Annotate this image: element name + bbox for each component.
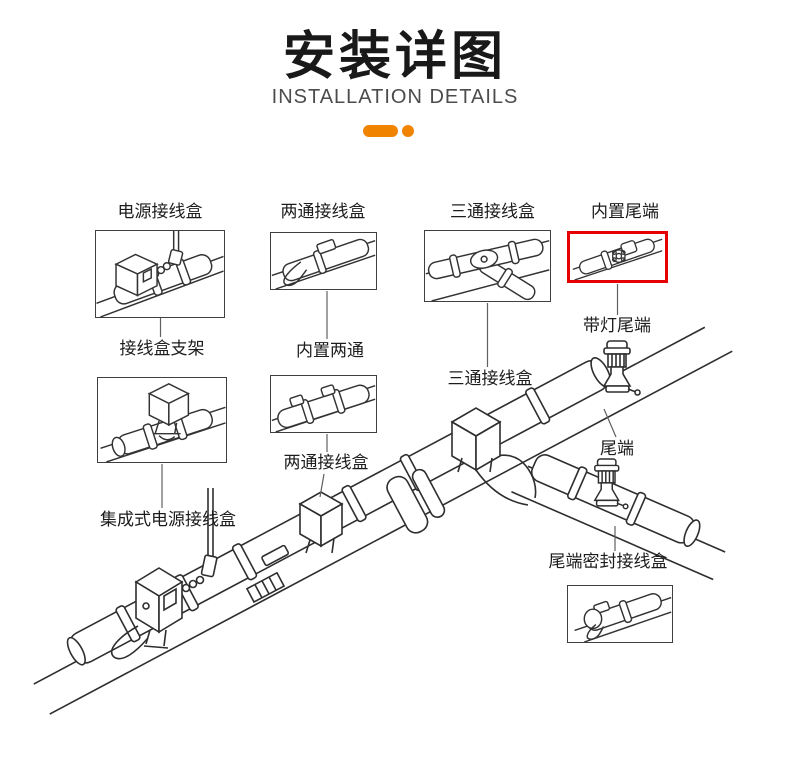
thumb-built-in-two-way — [270, 375, 377, 433]
page-title: 安装详图 — [282, 28, 507, 86]
label-junction-box-bracket: 接线盒支架 — [119, 339, 205, 358]
pipe-marker-blank — [261, 544, 290, 567]
thumb-end-seal-junction-box — [567, 585, 673, 643]
tee-fitting — [489, 454, 537, 499]
thumb-two-way-junction-box — [270, 232, 377, 290]
three-way-junction-box-drawing — [425, 238, 550, 301]
label-end-seal-junction-box: 尾端密封接线盒 — [548, 552, 668, 571]
power-junction-box-drawing — [96, 231, 224, 317]
pipe-marker-striped — [245, 571, 286, 604]
two-way-cube — [298, 491, 344, 554]
callout-lines — [159, 284, 619, 551]
label-built-in-end: 内置尾端 — [591, 202, 659, 221]
label-built-in-two-way: 内置两通 — [296, 341, 364, 360]
three-way-cube — [450, 407, 502, 473]
label-integrated-power-junction-box: 集成式电源接线盒 — [100, 510, 236, 529]
end-seal-junction-box-drawing — [574, 593, 672, 642]
power-junction-box-assembly — [111, 488, 218, 660]
label-end: 尾端 — [600, 439, 634, 458]
accent-divider-bar — [363, 125, 398, 137]
junction-coupling — [386, 475, 429, 534]
built-in-two-way-drawing — [271, 384, 376, 432]
vent-valve-branch — [593, 458, 629, 510]
thumb-integrated-power-junction-box — [97, 377, 227, 463]
vent-valve-upper — [602, 340, 641, 396]
accent-divider-dot — [402, 125, 414, 137]
thumb-built-in-end — [567, 231, 668, 283]
end-cable-loop — [111, 625, 149, 660]
integrated-power-junction-box-drawing — [100, 383, 226, 462]
two-way-junction-box-drawing — [271, 238, 376, 289]
label-three-way-junction-box-diagram: 三通接线盒 — [447, 369, 533, 388]
label-power-junction-box: 电源接线盒 — [117, 202, 203, 221]
label-lighted-end: 带灯尾端 — [583, 316, 651, 335]
thumb-power-junction-box — [95, 230, 225, 318]
thumb-three-way-junction-box — [424, 230, 551, 302]
built-in-end-drawing — [572, 238, 663, 280]
page-subtitle: INSTALLATION DETAILS — [271, 86, 519, 108]
label-three-way-junction-box: 三通接线盒 — [450, 202, 535, 221]
label-two-way-junction-box: 两通接线盒 — [280, 202, 366, 221]
label-two-way-junction-box-diagram: 两通接线盒 — [283, 453, 369, 472]
